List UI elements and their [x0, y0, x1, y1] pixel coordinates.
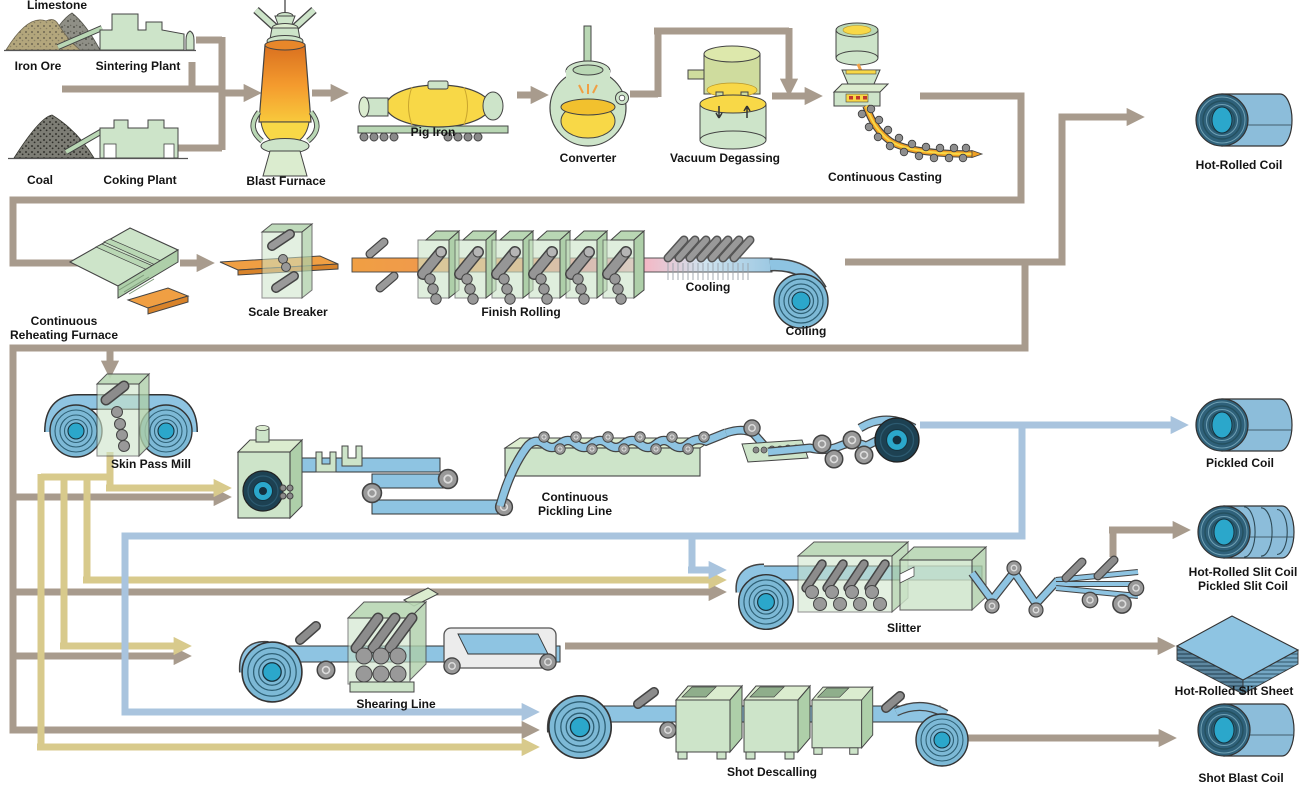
- label-pickling-line-1: Continuous: [542, 490, 609, 504]
- label-slit-sheet: Hot-Rolled Slit Sheet: [1175, 684, 1294, 698]
- station-reheating-furnace: [68, 227, 190, 315]
- label-vacuum-degassing: Vacuum Degassing: [670, 151, 780, 165]
- flow-route-main: [9, 27, 1174, 748]
- slit-coil-graphic: [1197, 505, 1295, 559]
- slitter-payoff-coil: [737, 573, 795, 631]
- station-converter: [549, 25, 629, 147]
- station-coiling: [769, 258, 829, 329]
- flow-bypass: [630, 27, 789, 98]
- descalling-recoiler-coil: [915, 713, 969, 767]
- sintering-plant-building: [99, 13, 185, 51]
- station-shearing-line: [238, 587, 561, 703]
- label-hot-rolled-coil: Hot-Rolled Coil: [1196, 158, 1283, 172]
- flow-blue-to-slitter: [688, 533, 710, 570]
- slit-sheet-graphic: [1175, 615, 1300, 695]
- flow-to-hot-rolled-coil: [845, 107, 1145, 266]
- label-reheating-furnace-2: Reheating Furnace: [10, 328, 118, 342]
- descalling-payoff-coil: [547, 694, 613, 760]
- station-pig-iron: [357, 80, 509, 142]
- label-slitter: Slitter: [887, 621, 921, 635]
- cooling-rollers: [663, 235, 755, 263]
- label-reheating-furnace-1: Continuous: [31, 314, 98, 328]
- pickled-coil-graphic: [1195, 398, 1293, 452]
- station-scale-breaker: [219, 222, 339, 300]
- label-shot-blast-coil: Shot Blast Coil: [1198, 771, 1283, 785]
- shot-cabinet-3: [811, 686, 874, 755]
- coking-plant-building: [99, 119, 179, 159]
- label-shot-descalling: Shot Descalling: [727, 765, 817, 779]
- flow-to-slit-coil: [1109, 530, 1174, 557]
- coking-conveyor: [64, 128, 106, 154]
- label-iron-ore: Iron Ore: [15, 59, 62, 73]
- label-coking-plant: Coking Plant: [103, 173, 176, 187]
- strand-rollers: [857, 104, 971, 163]
- station-blast-furnace: [250, 0, 320, 177]
- sheared-sheet: [457, 633, 549, 655]
- label-blast-furnace: Blast Furnace: [246, 174, 326, 188]
- flow-tan-to-slitter: [83, 474, 710, 580]
- label-limestone: Limestone: [27, 0, 87, 12]
- hot-rolled-coil-graphic: [1195, 93, 1293, 147]
- station-skin-pass-mill: [44, 372, 198, 458]
- station-slitter: [735, 540, 1145, 631]
- flow-main-bus: [9, 262, 1029, 740]
- station-raw-materials: [4, 12, 196, 160]
- station-pickling-line: [236, 415, 920, 520]
- flow-tan-to-pickling: [106, 452, 215, 488]
- label-shearing-line: Shearing Line: [356, 697, 436, 711]
- slitter-exit-strips: [1055, 555, 1145, 614]
- flow-tan-to-shearing: [60, 474, 175, 646]
- shot-cabinet-2: [743, 685, 811, 760]
- label-slit-coil-2: Pickled Slit Coil: [1198, 579, 1288, 593]
- label-continuous-casting: Continuous Casting: [828, 170, 942, 184]
- station-shot-descalling: [546, 685, 969, 767]
- label-cooling: Cooling: [686, 280, 731, 294]
- torpedo-body: [385, 84, 491, 128]
- station-continuous-casting: [832, 22, 984, 163]
- label-skin-pass-mill: Skin Pass Mill: [111, 457, 191, 471]
- label-coal: Coal: [27, 173, 53, 187]
- welder: [315, 451, 337, 473]
- sintering-chimney: [185, 30, 195, 51]
- flow-tan-to-shot-descalling: [37, 474, 523, 747]
- station-vacuum-degassing: [687, 45, 767, 150]
- label-coiling: Coiling: [786, 324, 827, 338]
- shear-rollers: [350, 612, 418, 683]
- payoff-coil: [242, 470, 284, 512]
- label-scale-breaker: Scale Breaker: [248, 305, 328, 319]
- coal-pile: [13, 114, 95, 159]
- flow-to-reheating: [9, 92, 1025, 273]
- flow-network: [9, 27, 1189, 748]
- shearing-payoff-coil: [241, 641, 303, 703]
- label-pickled-coil: Pickled Coil: [1206, 456, 1274, 470]
- label-pickling-line-2: Pickling Line: [538, 504, 612, 518]
- flow-blue-bus: [121, 425, 1026, 722]
- shot-blast-coil-graphic: [1197, 703, 1295, 757]
- slitter-knives: [801, 559, 890, 611]
- label-pig-iron: Pig Iron: [411, 125, 456, 139]
- label-converter: Converter: [560, 151, 617, 165]
- label-slit-coil-1: Hot-Rolled Slit Coil: [1189, 565, 1298, 579]
- label-sintering-plant: Sintering Plant: [96, 59, 181, 73]
- sintering-conveyor: [57, 26, 103, 49]
- flow-route-blue: [121, 415, 1189, 722]
- labels: Limestone Iron Ore Sintering Plant Coal …: [10, 0, 1297, 785]
- recoiler-coil: [874, 417, 920, 463]
- station-cooling: [663, 235, 755, 280]
- shot-cabinet-1: [675, 685, 743, 760]
- flow-route-tan: [37, 452, 710, 747]
- label-finish-rolling: Finish Rolling: [481, 305, 560, 319]
